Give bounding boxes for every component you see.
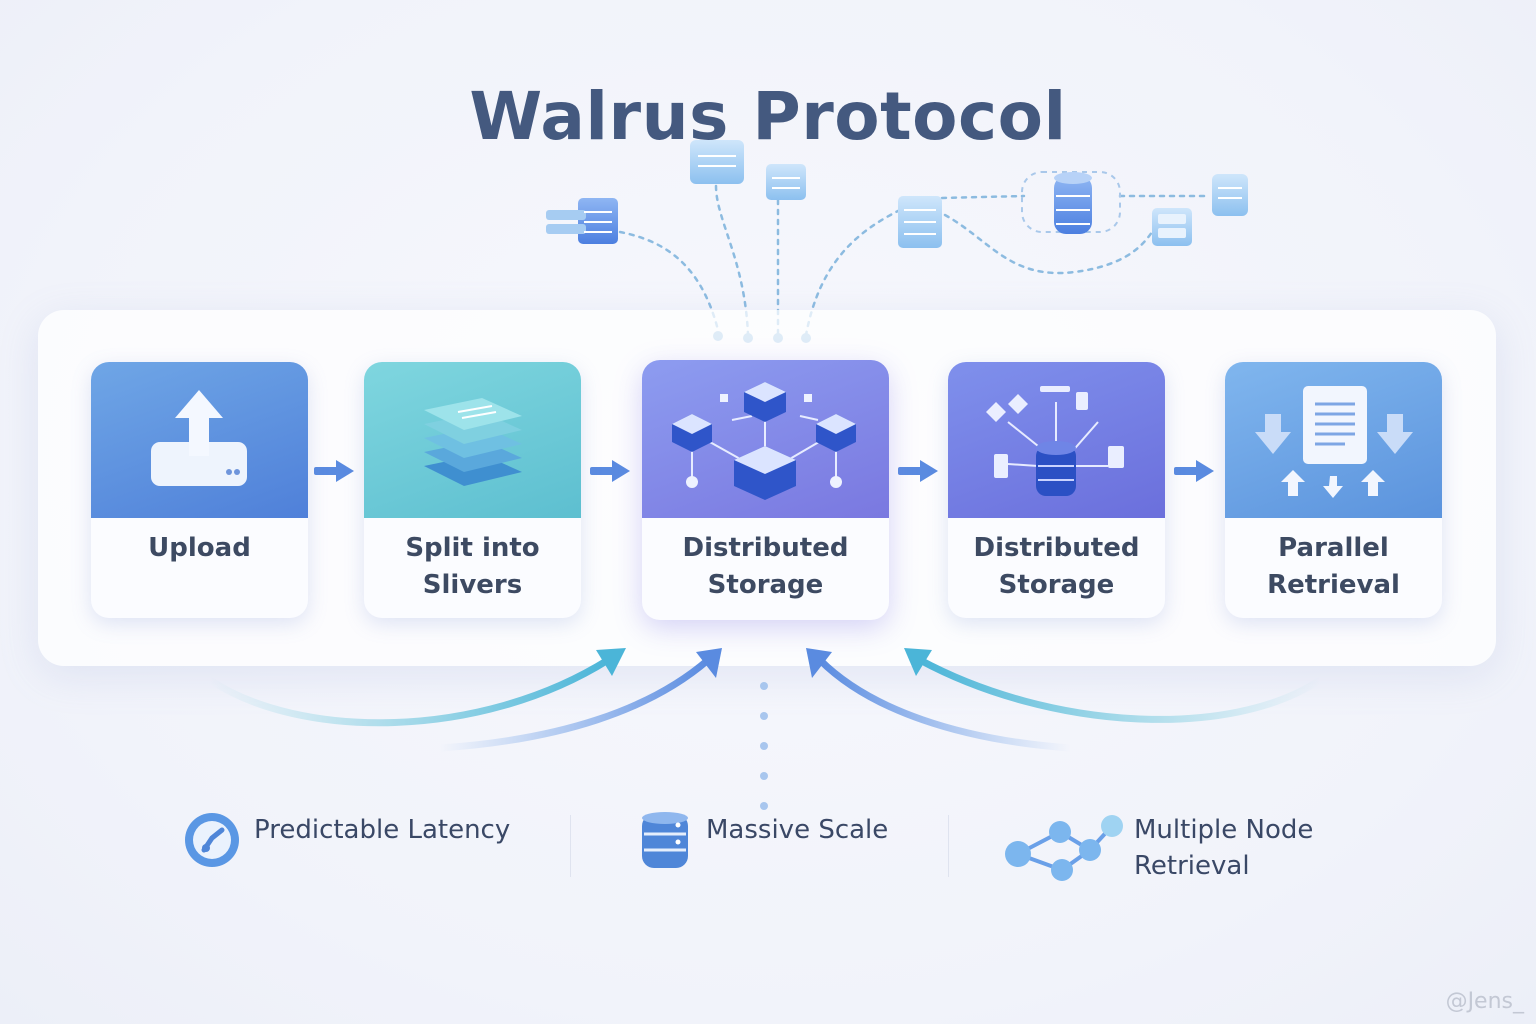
feature-label-line: Multiple Node xyxy=(1134,815,1314,845)
watermark: @Jens_ xyxy=(1445,989,1524,1014)
upload-icon xyxy=(151,390,247,486)
step-label: Upload xyxy=(148,533,251,563)
step-parallel-retrieval: Parallel Retrieval xyxy=(1225,362,1442,618)
step-label-line: Parallel xyxy=(1278,533,1389,563)
page-title: Walrus Protocol xyxy=(469,78,1067,155)
arrow-right-icon xyxy=(314,460,354,482)
server-icon xyxy=(898,196,942,248)
node-network-icon xyxy=(1005,815,1123,881)
step-label-line: Retrieval xyxy=(1267,570,1400,600)
document-arrows-icon xyxy=(1255,386,1413,498)
step-upload: Upload xyxy=(91,362,308,618)
database-icon xyxy=(1054,172,1092,234)
feature-label-line: Retrieval xyxy=(1134,851,1250,881)
feature-label: Predictable Latency xyxy=(254,815,511,845)
arrow-right-icon xyxy=(590,460,630,482)
database-icon xyxy=(642,812,688,868)
arrow-right-icon xyxy=(898,460,938,482)
step-label-line: Distributed xyxy=(682,533,849,563)
server-icon xyxy=(1212,174,1248,216)
server-icon xyxy=(1152,208,1192,246)
stack-layers-icon xyxy=(424,398,522,486)
feature-divider xyxy=(570,815,571,877)
step-label-line: Distributed xyxy=(973,533,1140,563)
feature-label: Massive Scale xyxy=(706,815,889,845)
network-cubes-icon xyxy=(672,382,856,500)
server-stack-icon xyxy=(546,198,618,244)
database-nodes-icon xyxy=(986,386,1124,496)
step-label-line: Slivers xyxy=(422,570,523,600)
arrow-right-icon xyxy=(1174,460,1214,482)
step-distributed-storage-primary: Distributed Storage xyxy=(642,360,889,620)
feature-divider xyxy=(948,815,949,877)
server-icon xyxy=(766,164,806,200)
step-label-line: Storage xyxy=(707,570,824,600)
step-distributed-storage-secondary: Distributed Storage xyxy=(948,362,1165,618)
gauge-icon xyxy=(185,813,239,867)
step-label-line: Storage xyxy=(998,570,1115,600)
step-label-line: Split into xyxy=(405,533,540,563)
step-split-into-slivers: Split into Slivers xyxy=(364,362,581,618)
server-icon xyxy=(690,140,744,184)
